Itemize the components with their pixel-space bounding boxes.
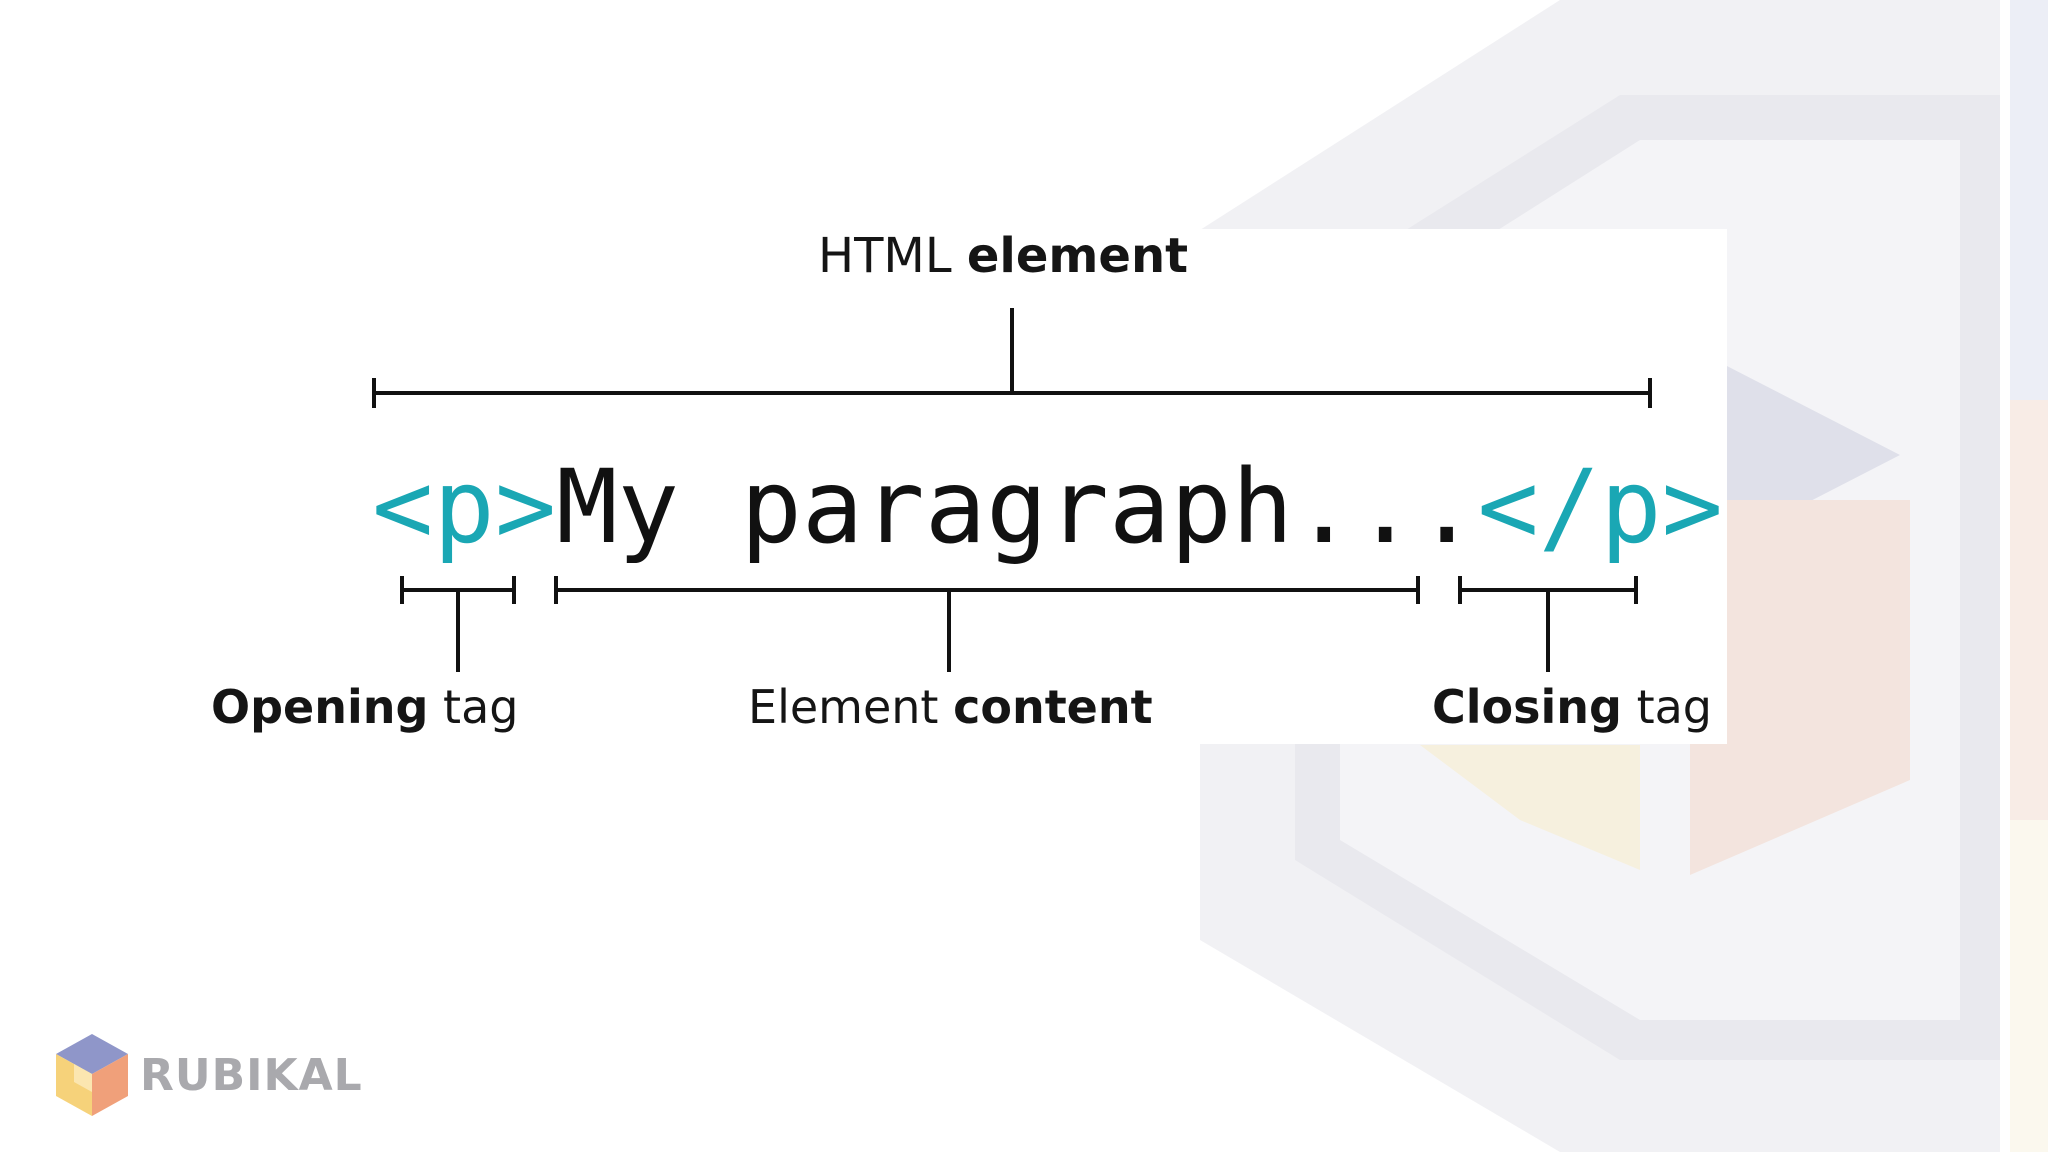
label-content-bold: content — [953, 680, 1153, 734]
brace-element-content — [554, 576, 1420, 604]
label-closing-bold: Closing — [1432, 680, 1622, 734]
stem-closing-tag — [1546, 590, 1550, 672]
cube-icon — [56, 1034, 128, 1116]
label-element-content: Element content — [748, 680, 1153, 734]
opening-tag-code: <p> — [372, 448, 557, 567]
label-closing-tag: Closing tag — [1432, 680, 1712, 734]
label-opening-light: tag — [428, 680, 519, 734]
top-stem — [1010, 308, 1014, 394]
label-html-element-bold: element — [966, 228, 1189, 284]
stem-element-content — [947, 590, 951, 672]
label-closing-light: tag — [1621, 680, 1712, 734]
brand-name: RUBIKAL — [140, 1050, 363, 1101]
brace-element — [372, 378, 1652, 408]
closing-tag-code: </p> — [1477, 448, 1724, 567]
label-opening-tag: Opening tag — [211, 680, 518, 734]
element-content-code: My paragraph... — [556, 448, 1478, 567]
label-html-element-light: HTML — [818, 228, 967, 284]
diagram-panel — [375, 229, 1727, 744]
stem-opening-tag — [456, 590, 460, 672]
label-content-light: Element — [748, 680, 954, 734]
label-opening-bold: Opening — [211, 680, 429, 734]
code-line: <p>My paragraph...</p> — [372, 448, 1723, 568]
label-html-element: HTML element — [818, 228, 1188, 284]
